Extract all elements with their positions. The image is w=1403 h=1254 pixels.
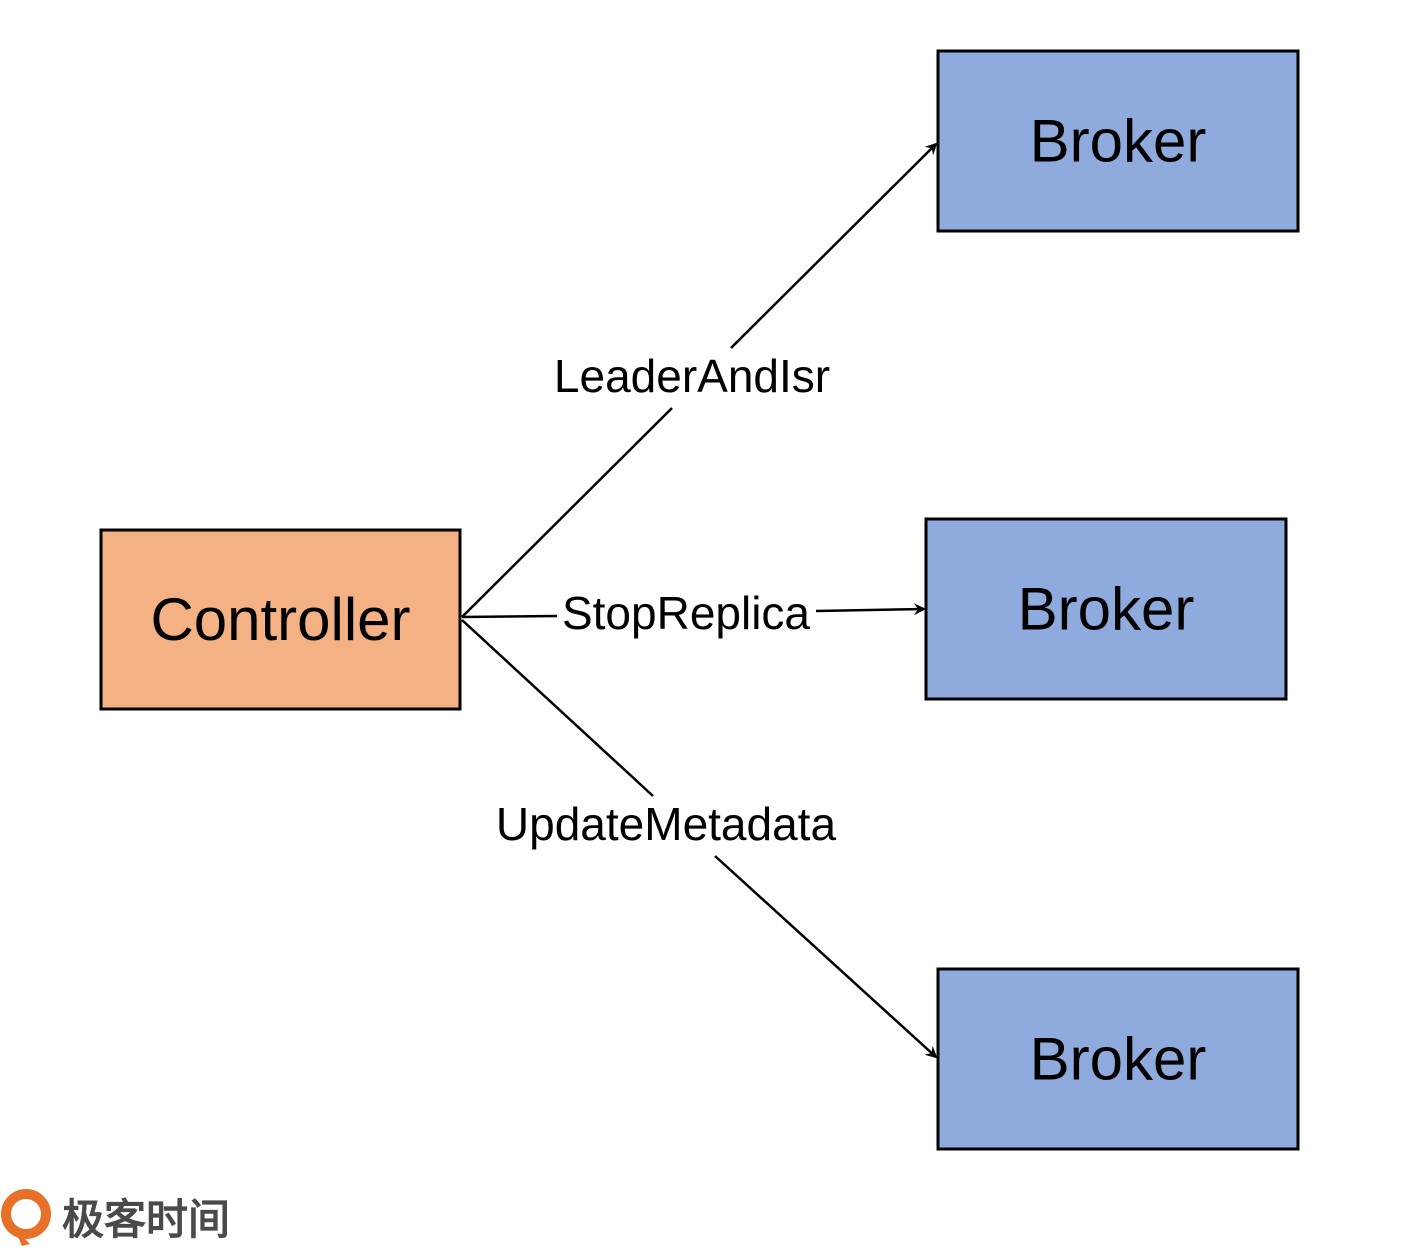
leader-and-isr-label: LeaderAndIsr [554, 350, 830, 402]
edge-update-metadata: UpdateMetadata [461, 619, 938, 1059]
stop-replica-line-right [815, 603, 926, 616]
broker-bottom-node: Broker [936, 967, 1300, 1151]
broker-middle-box [924, 517, 1288, 701]
broker-bottom-box [936, 967, 1300, 1151]
broker-top-label: Broker [1030, 108, 1207, 175]
watermark: 极客时间 [1, 1189, 230, 1246]
broker-middle-node: Broker [924, 517, 1288, 701]
update-metadata-line-lower [714, 855, 938, 1059]
controller-node: Controller [99, 528, 462, 711]
edge-leader-and-isr: LeaderAndIsr [461, 142, 938, 618]
broker-top-node: Broker [936, 49, 1300, 233]
edge-stop-replica: StopReplica [461, 587, 926, 639]
update-metadata-line-upper [461, 619, 654, 797]
broker-bottom-label: Broker [1030, 1026, 1207, 1093]
broker-top-box [936, 49, 1300, 233]
controller-label: Controller [150, 586, 410, 653]
leader-and-isr-line-upper [730, 142, 938, 349]
leader-and-isr-line-lower [461, 407, 673, 618]
update-metadata-label: UpdateMetadata [496, 798, 837, 850]
broker-middle-label: Broker [1018, 576, 1195, 643]
stop-replica-label: StopReplica [562, 587, 810, 639]
geektime-logo-icon [1, 1189, 51, 1246]
controller-box [99, 528, 462, 711]
stop-replica-line-left [461, 614, 558, 619]
watermark-text: 极客时间 [62, 1195, 230, 1244]
